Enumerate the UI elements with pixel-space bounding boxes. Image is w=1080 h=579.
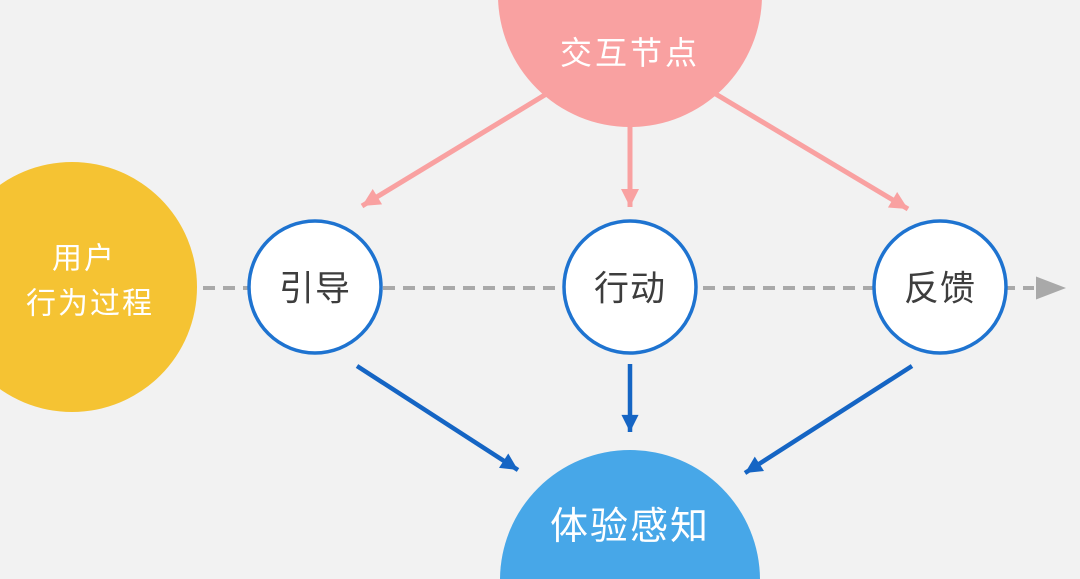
- node-experience-label: 体验感知: [550, 506, 710, 548]
- arrow-feedback-to-experience: [743, 364, 914, 475]
- node-feedback: [872, 219, 1008, 355]
- node-guide-label: 引导: [279, 270, 351, 309]
- arrow-guide-to-experience: [355, 364, 520, 472]
- node-experience: [500, 450, 760, 579]
- node-user-process-label-line1: 用户: [52, 243, 116, 276]
- node-action: [562, 219, 698, 355]
- node-interaction: [498, 0, 762, 127]
- arrow-interaction-to-guide: [360, 90, 550, 209]
- node-feedback-label: 反馈: [904, 270, 976, 309]
- process-flow-arrowhead-icon: [1036, 276, 1066, 300]
- node-guide: [247, 219, 383, 355]
- arrow-interaction-to-feedback: [712, 90, 910, 212]
- node-action-label: 行动: [594, 270, 666, 309]
- node-user-process: [0, 162, 197, 412]
- node-user-process-label-line2: 行为过程: [26, 288, 154, 321]
- node-interaction-label: 交互节点: [560, 35, 700, 71]
